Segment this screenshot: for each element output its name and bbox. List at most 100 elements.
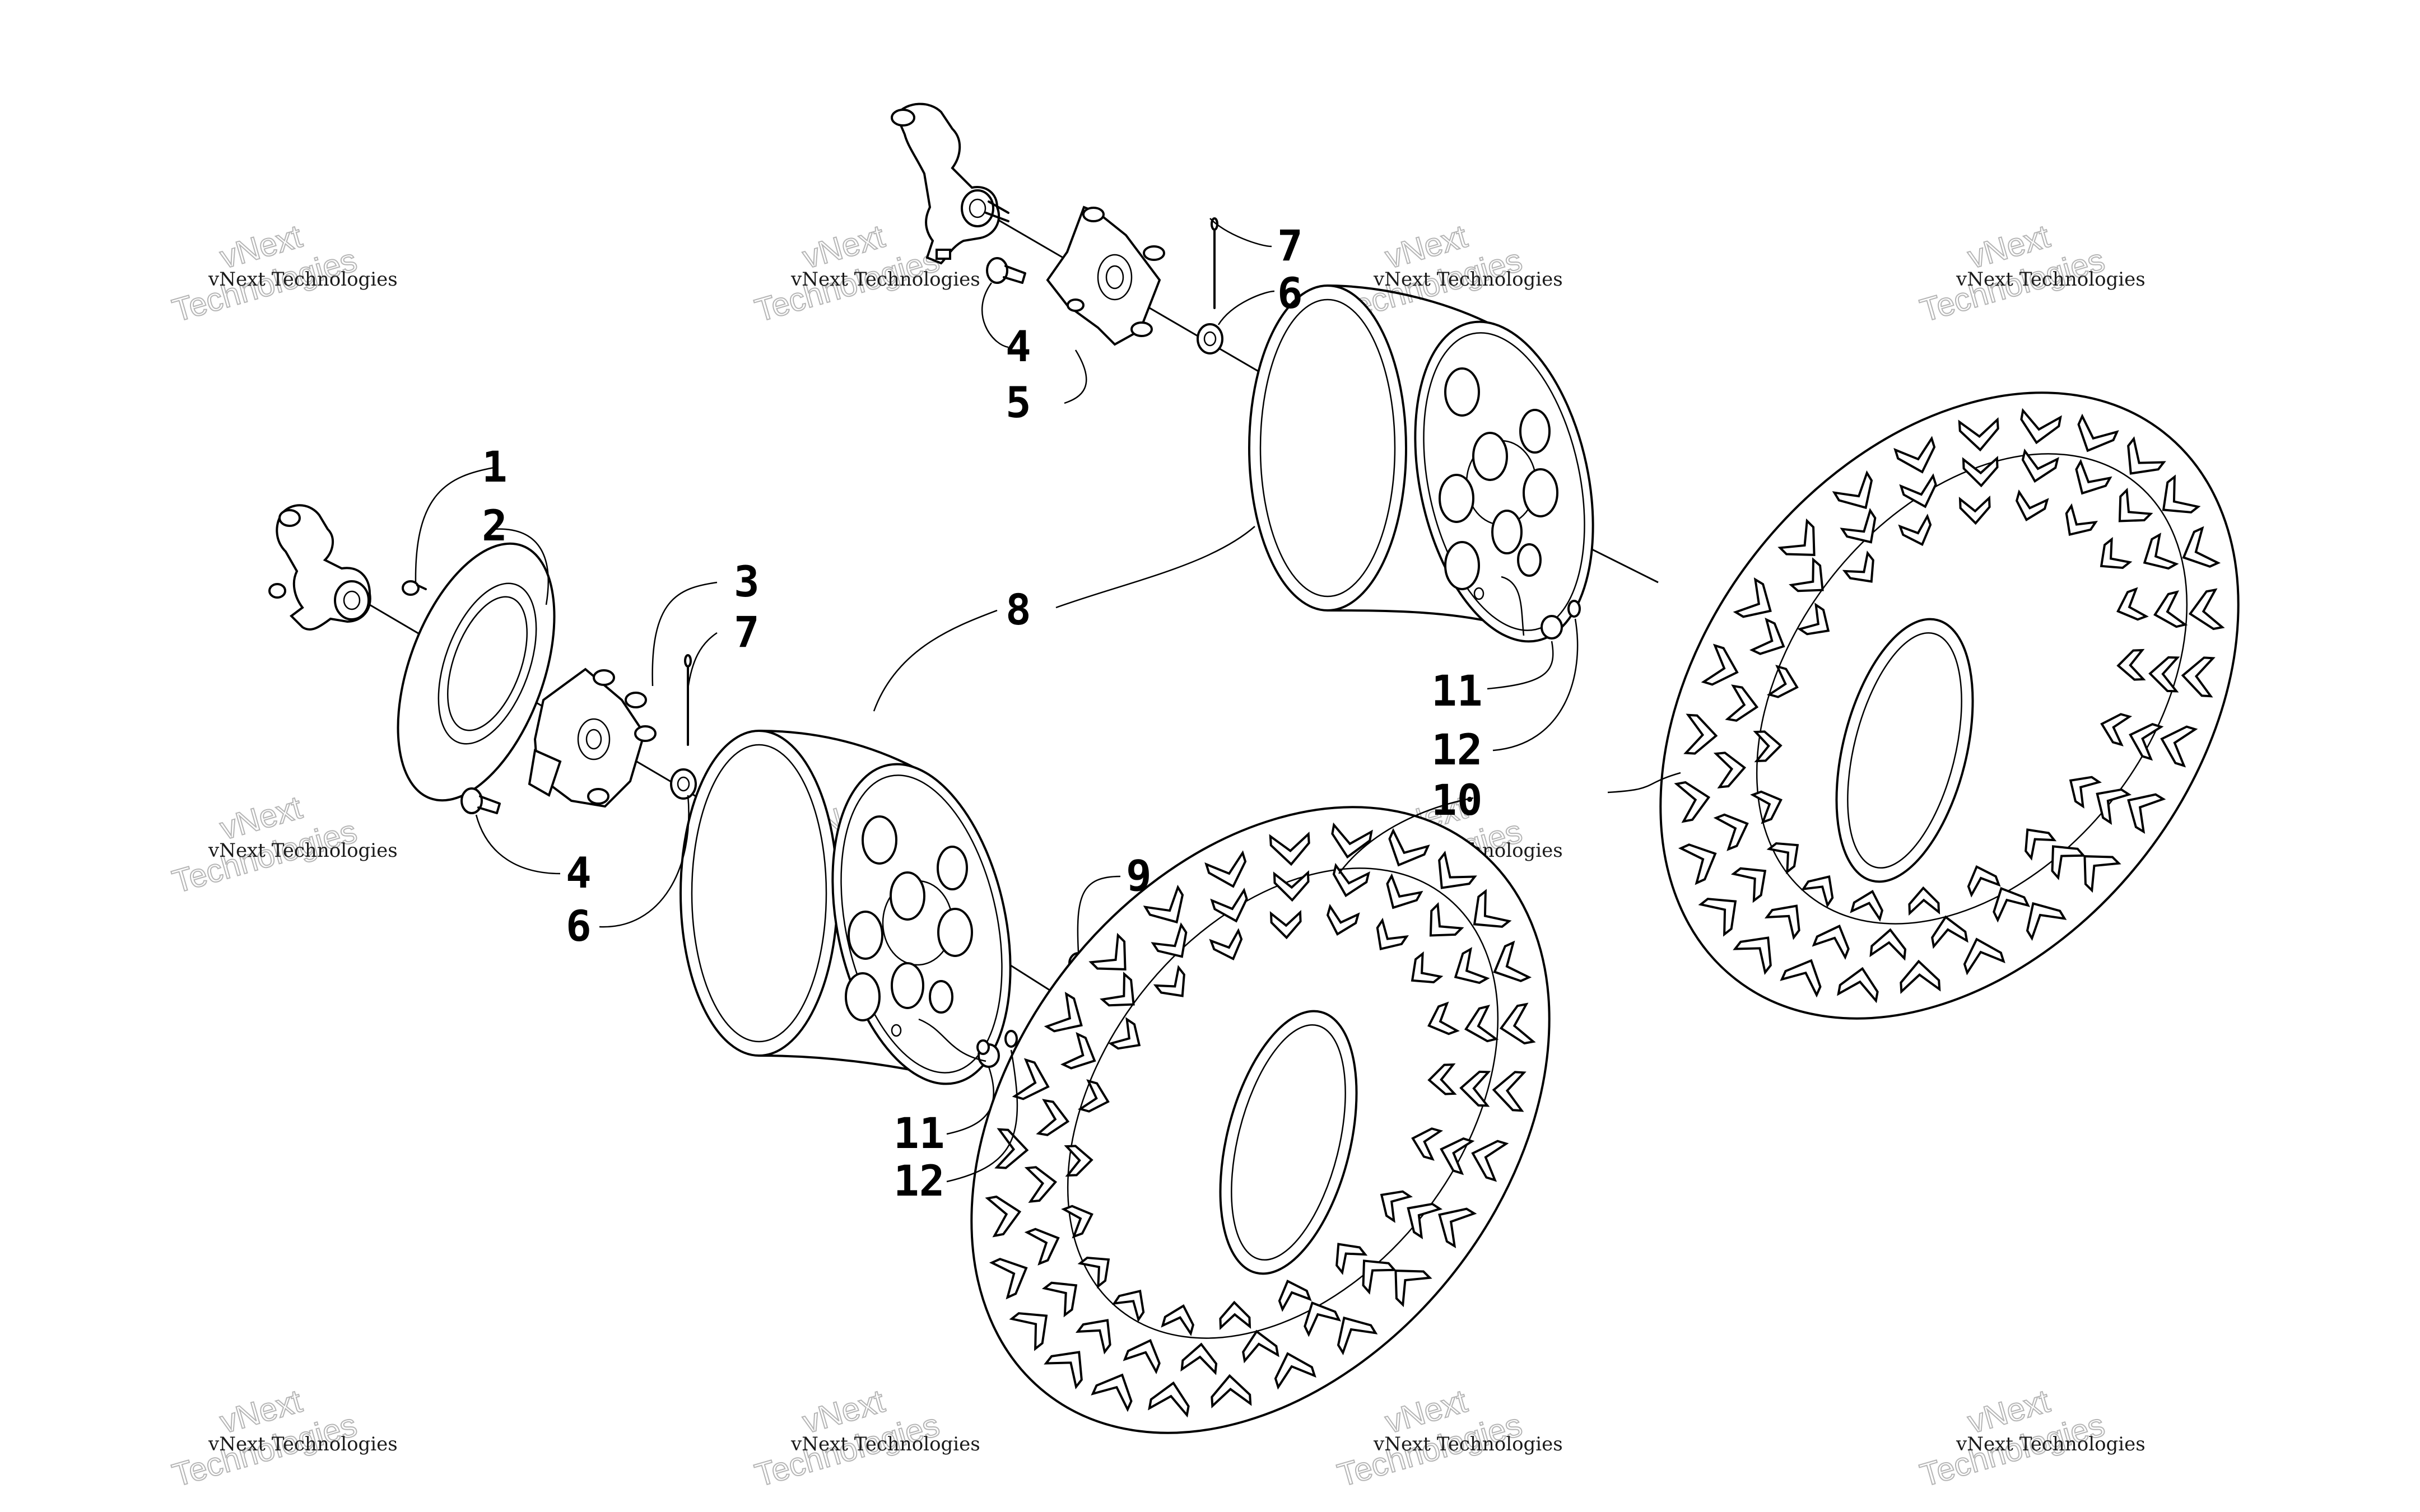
upper-tire-tread xyxy=(1674,408,2225,1004)
tread-block xyxy=(1674,781,1711,823)
tread-block xyxy=(2025,828,2057,861)
tread-block xyxy=(2083,855,2121,893)
tread-block xyxy=(2077,413,2119,452)
tread-block xyxy=(1753,730,1783,763)
tread-block xyxy=(1077,1257,1110,1289)
tread-block xyxy=(1492,1071,1527,1112)
tread-block xyxy=(1678,843,1717,885)
tread-block xyxy=(1204,850,1247,888)
callout-labels: 7 6 4 5 1 2 3 7 8 11 12 10 4 6 9 11 12 xyxy=(482,221,1483,1206)
tread-block xyxy=(1061,1205,1093,1239)
callout-11-upper: 11 xyxy=(1431,666,1483,716)
tread-block xyxy=(1108,1017,1141,1050)
tread-block xyxy=(1499,1002,1536,1045)
tread-block xyxy=(1151,922,1188,958)
watermark-text: vNext Technologies xyxy=(790,1433,980,1455)
tread-block xyxy=(1332,862,1370,898)
tread-block xyxy=(1713,813,1749,851)
tread-block xyxy=(1962,455,1999,488)
tread-block xyxy=(1036,1099,1070,1136)
callout-8: 8 xyxy=(1006,585,1031,634)
tread-block xyxy=(2153,590,2188,628)
tread-block xyxy=(1812,924,1850,960)
lower-wheel-rim xyxy=(680,730,1012,1085)
tread-block xyxy=(1380,1190,1413,1223)
tread-block xyxy=(1958,495,1991,525)
tread-block xyxy=(1993,886,2030,923)
callout-11-lower: 11 xyxy=(893,1108,945,1158)
tread-block xyxy=(1210,888,1248,923)
lower-steering-knuckle xyxy=(268,504,371,631)
callout-12-lower: 12 xyxy=(893,1156,945,1206)
callout-leader-lines xyxy=(415,218,1681,1183)
tread-block xyxy=(1780,959,1822,998)
tread-block xyxy=(2181,656,2216,698)
tread-block xyxy=(1337,1316,1378,1356)
tread-block xyxy=(1832,470,1873,510)
tread-block xyxy=(1112,1289,1145,1323)
tread-block xyxy=(2015,489,2049,521)
tread-block xyxy=(1869,928,1907,961)
callout-7-lower: 7 xyxy=(734,607,760,657)
tread-block xyxy=(2148,656,2180,693)
tread-block xyxy=(1024,1228,1060,1266)
tread-block xyxy=(1789,557,1824,592)
tread-block xyxy=(1440,1137,1475,1175)
tread-block xyxy=(2188,588,2225,631)
tread-block xyxy=(1967,865,2001,898)
tread-block xyxy=(1091,1373,1133,1412)
tread-block xyxy=(1766,665,1799,698)
tread-block xyxy=(1931,915,1968,949)
tread-block xyxy=(1900,959,1941,994)
tread-block xyxy=(1797,603,1830,636)
tread-block xyxy=(2100,536,2133,569)
tread-block xyxy=(2127,793,2166,834)
watermark-text: vNext Technologies xyxy=(208,268,398,291)
watermark-text: vNext Technologies xyxy=(1373,268,1563,291)
callout-9: 9 xyxy=(1126,851,1152,900)
tread-block xyxy=(1064,1145,1093,1177)
tread-block xyxy=(1464,1005,1499,1043)
tread-block xyxy=(1269,832,1310,866)
tread-block xyxy=(1733,577,1772,618)
tread-block xyxy=(985,1195,1022,1238)
lower-hub xyxy=(528,668,657,808)
tread-block xyxy=(1009,1312,1048,1351)
callout-2: 2 xyxy=(482,501,508,550)
tread-block xyxy=(2182,526,2221,568)
tread-block xyxy=(1701,643,1739,686)
tread-block xyxy=(1269,909,1302,940)
tread-block xyxy=(1304,1301,1341,1337)
callout-4-upper: 4 xyxy=(1006,321,1031,371)
tread-block xyxy=(1958,417,1999,452)
tread-block xyxy=(1730,867,1767,903)
upper-wheel-rim xyxy=(1248,284,1594,643)
tread-block xyxy=(1088,932,1127,970)
watermark-text: vNext Technologies xyxy=(1956,268,2146,291)
lower-hub-bolt xyxy=(460,787,501,814)
tread-block xyxy=(1893,436,1936,474)
tread-block xyxy=(1908,886,1940,916)
tread-block xyxy=(1750,790,1783,824)
tread-block xyxy=(1459,1070,1491,1107)
tread-block xyxy=(2069,776,2102,809)
tread-block xyxy=(1683,713,1718,755)
upper-valve-stem xyxy=(1541,600,1581,640)
tread-block xyxy=(1407,1202,1443,1239)
tread-block xyxy=(2051,845,2086,880)
tread-block xyxy=(1153,965,1185,997)
tread-block xyxy=(1749,617,1785,655)
tread-block xyxy=(1044,991,1083,1033)
tread-block xyxy=(2065,503,2098,536)
tread-block xyxy=(1362,1259,1397,1295)
tread-block xyxy=(1335,1243,1368,1275)
tread-block xyxy=(2127,436,2166,475)
tread-block xyxy=(1075,1319,1111,1355)
tread-block xyxy=(2096,788,2132,825)
upper-castle-nut xyxy=(1197,323,1223,354)
